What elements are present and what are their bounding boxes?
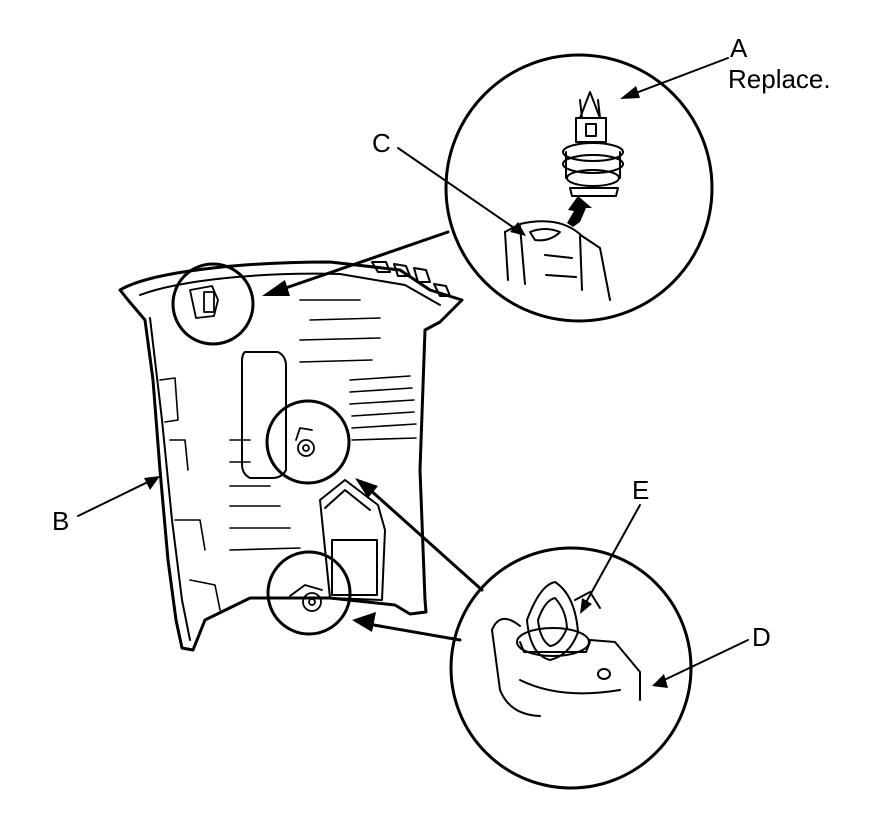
- callout-note-replace: Replace.: [728, 64, 831, 94]
- trim-panel-bracket: [320, 480, 385, 600]
- detail-circle-top: [446, 55, 712, 321]
- detail-circle-clip-a: [446, 55, 712, 321]
- leader-b: [78, 480, 152, 516]
- callout-label-b: B: [52, 506, 70, 536]
- detail-circle-clip-e: [451, 548, 691, 788]
- connector-middle-to-detail: [368, 488, 482, 590]
- arrowhead-middle: [355, 478, 378, 498]
- leader-lines: [78, 58, 748, 688]
- connector-top-to-detail: [274, 232, 448, 292]
- clip-location-circle-middle: [267, 401, 349, 483]
- mounting-boss-c: [505, 221, 610, 300]
- leader-a: [628, 58, 728, 96]
- install-direction-arrow: [567, 196, 592, 227]
- callout-label-a: A: [730, 33, 748, 63]
- callout-label-c: C: [372, 128, 391, 158]
- leader-d: [660, 640, 748, 682]
- trim-panel-inner-edge: [140, 274, 440, 305]
- connector-bottom-to-detail: [368, 624, 460, 640]
- trim-panel-slot: [242, 352, 286, 478]
- trim-panel-ribs: [230, 300, 416, 550]
- panel-detail-circles: [173, 264, 350, 634]
- clip-a-drawing: [563, 92, 623, 196]
- trim-panel-outline: [120, 262, 462, 650]
- connector-arrows: [262, 232, 482, 640]
- clip-location-circle-top: [173, 264, 253, 344]
- trim-panel-edge-2: [150, 318, 190, 640]
- callout-label-d: D: [752, 622, 771, 652]
- trim-panel-left-details: [160, 378, 220, 610]
- detail-circle-bottom: [451, 548, 691, 788]
- base-d-drawing: [492, 619, 640, 716]
- arrowhead-bottom: [352, 612, 376, 632]
- clip-e-drawing: [517, 582, 600, 660]
- trim-panel: [120, 262, 462, 650]
- leader-e: [584, 505, 640, 606]
- panel-clips: [190, 286, 322, 611]
- callout-label-e: E: [632, 475, 650, 505]
- arrowhead-top: [262, 280, 290, 296]
- clip-location-circle-bottom: [268, 552, 350, 634]
- leader-c: [398, 148, 520, 232]
- trim-panel-tabs: [372, 262, 450, 296]
